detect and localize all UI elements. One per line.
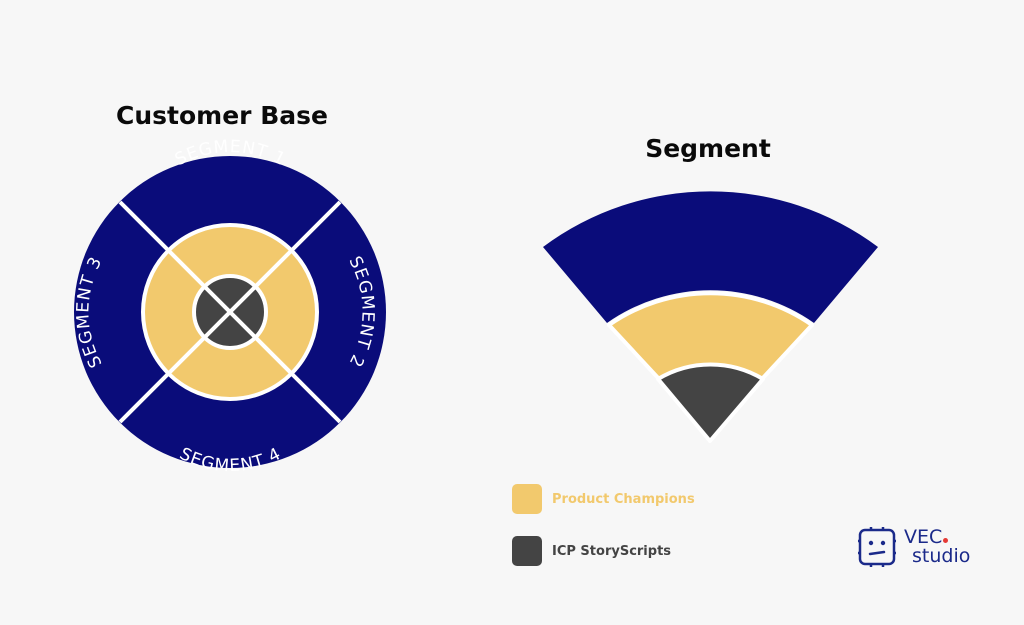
divider-line <box>118 200 342 424</box>
segment-fan-outer-band <box>543 191 878 323</box>
vec-studio-logo: VEC studio <box>858 527 970 567</box>
logo-wordmark: VEC studio <box>904 528 970 566</box>
legend-product-champions: Product Champions <box>512 484 695 514</box>
robot-face-icon <box>858 527 896 567</box>
customer-base-wheel: SEGMENT 1 SEGMENT 2 SEGMENT 3 SEGMENT 4 <box>73 137 386 476</box>
logo-line-2: studio <box>912 545 971 567</box>
legend-icp-storyscripts: ICP StoryScripts <box>512 536 671 566</box>
legend-label: Product Champions <box>552 491 695 507</box>
legend-swatch <box>512 536 542 566</box>
segment-fan-icp-core <box>656 362 765 443</box>
customer-base-title: Customer Base <box>116 101 328 130</box>
logo-red-dot <box>943 538 949 543</box>
legend-label: ICP StoryScripts <box>552 543 672 559</box>
segment-fan <box>543 191 878 443</box>
logo-line-1: VEC <box>904 526 943 548</box>
segment-title: Segment <box>645 134 771 163</box>
legend-swatch <box>512 484 542 514</box>
